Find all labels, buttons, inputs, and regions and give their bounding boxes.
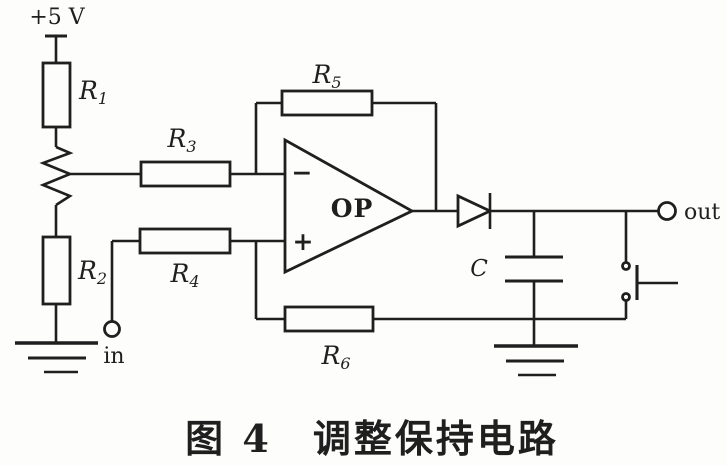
diode	[456, 193, 494, 229]
resistor-r1	[41, 61, 72, 129]
opamp-label: OP	[331, 194, 374, 223]
diode-anode-triangle	[456, 193, 494, 229]
resistor-r3	[139, 160, 232, 188]
output-label: out	[684, 200, 720, 225]
resistor-label-r2: R2	[77, 256, 107, 288]
pushbutton-switch	[621, 211, 678, 319]
resistor-label-r6: R6	[320, 341, 350, 373]
resistor-label-r4: R4	[169, 259, 199, 291]
opamp	[283, 137, 416, 275]
resistor-r5	[280, 89, 374, 117]
input-terminal	[103, 320, 121, 338]
input-label: in	[103, 344, 124, 369]
ground-symbol-left	[15, 341, 98, 374]
supply-terminal	[45, 34, 67, 63]
capacitor-label: C	[470, 256, 488, 282]
potentiometer	[39, 145, 74, 207]
ground-symbol-right	[494, 344, 578, 377]
opamp-noninverting-input-label: +	[293, 227, 314, 256]
supply-label: +5 V	[29, 5, 85, 30]
resistor-label-r5: R5	[311, 60, 341, 92]
resistor-label-r1: R1	[78, 76, 108, 108]
switch-contact-top	[621, 261, 631, 271]
switch-contact-bottom	[621, 292, 631, 302]
figure-caption: 图 4 调整保持电路	[185, 416, 559, 461]
resistor-r2	[41, 235, 72, 306]
output-terminal	[657, 201, 677, 221]
resistor-r6	[283, 305, 375, 333]
capacitor	[505, 211, 563, 346]
resistor-label-r3: R3	[166, 124, 196, 156]
opamp-inverting-input-label: −	[292, 158, 313, 187]
resistor-r4	[138, 227, 232, 255]
